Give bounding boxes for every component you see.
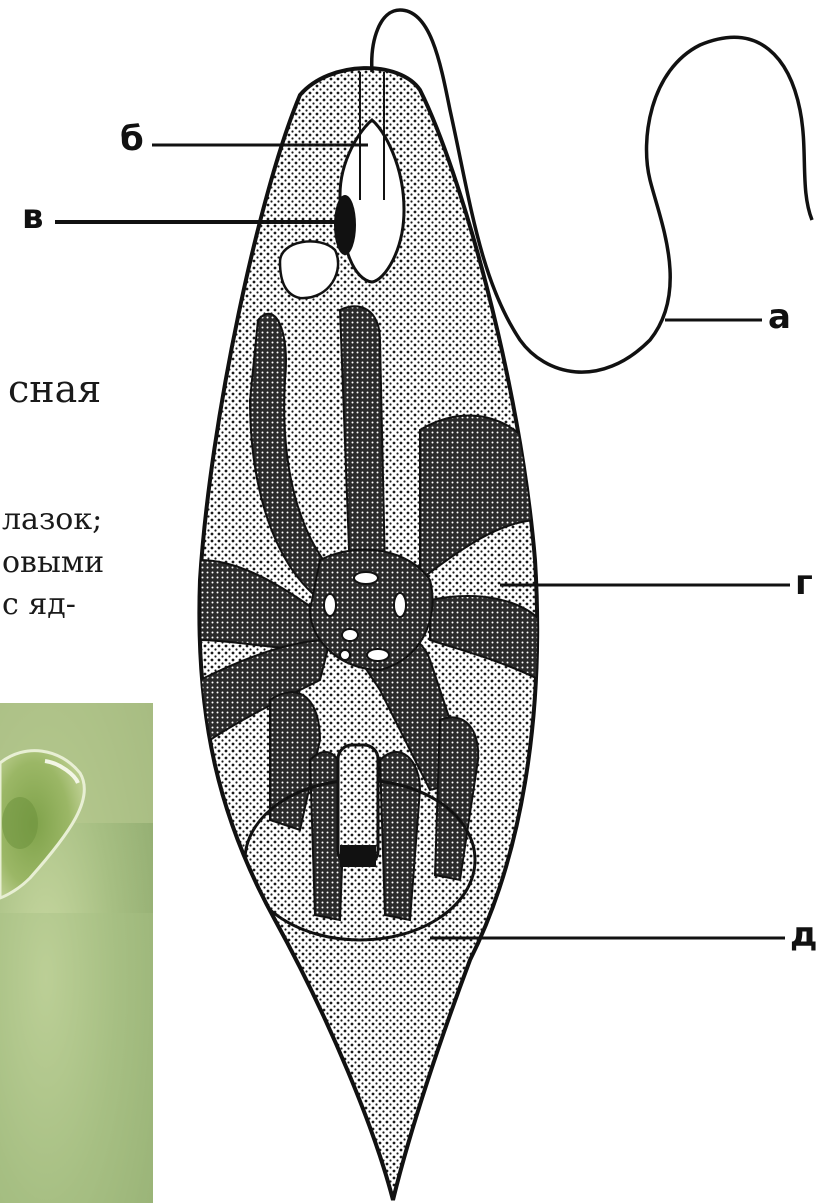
label-g: г — [795, 566, 813, 600]
eyespot — [334, 195, 356, 255]
paramylon-grain — [340, 650, 350, 660]
paramylon-grain — [354, 572, 378, 584]
paramylon-grain — [342, 629, 358, 641]
label-v: в — [22, 200, 44, 234]
paramylon-grain — [324, 594, 336, 616]
paramylon-grain — [394, 593, 406, 617]
label-a: а — [768, 300, 791, 334]
label-b: б — [120, 122, 144, 156]
label-d: д — [790, 918, 817, 952]
paramylon-grain — [367, 649, 389, 661]
